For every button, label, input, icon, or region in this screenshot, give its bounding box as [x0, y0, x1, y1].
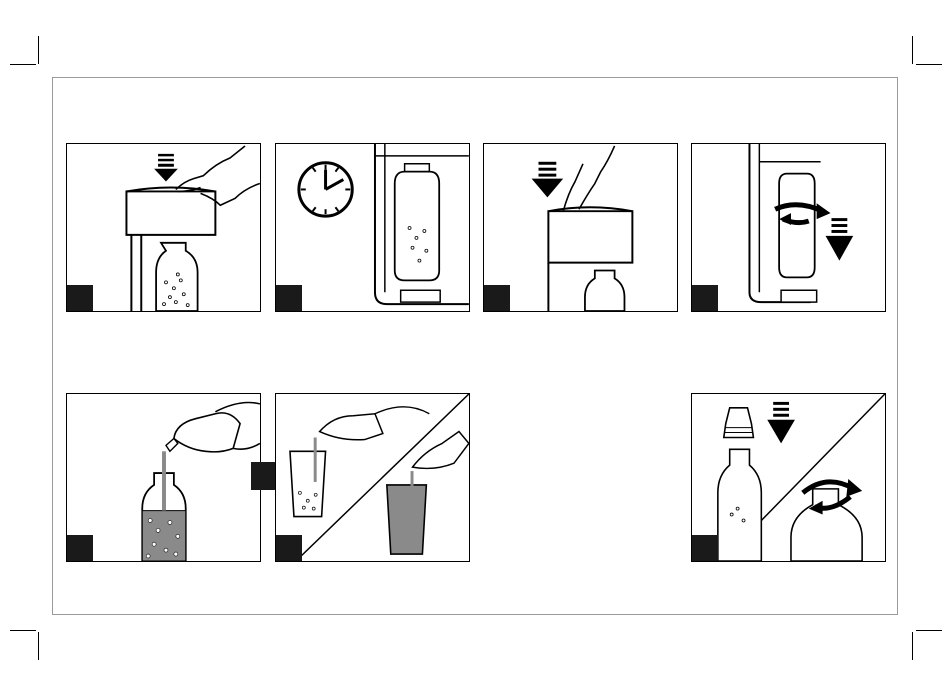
step-number-box: [692, 535, 718, 561]
pour-icon: [166, 413, 240, 452]
press-machine-illustration: [484, 144, 677, 311]
step-number-box: [67, 285, 93, 311]
step-number-box: [251, 462, 275, 490]
step-panel-4: [691, 143, 886, 312]
crop-mark: [912, 632, 913, 660]
crop-mark: [10, 64, 36, 65]
step-panel-2: [275, 143, 470, 312]
pour-flavor-illustration: [67, 394, 260, 561]
press-down-arrow-icon: [532, 162, 564, 198]
step-panel-7: [691, 393, 886, 562]
crop-mark: [916, 64, 942, 65]
glass-icon: [387, 485, 427, 554]
cap-bottle-illustration: [692, 394, 885, 561]
step-number-box: [276, 535, 302, 561]
press-machine-illustration: [67, 144, 260, 311]
step-number-box: [276, 285, 302, 311]
down-arrow-icon: [767, 402, 795, 444]
crop-mark: [916, 630, 942, 631]
step-number-box: [692, 285, 718, 311]
crop-mark: [38, 36, 39, 64]
press-down-arrow-icon: [154, 154, 178, 182]
crop-mark: [912, 36, 913, 64]
serve-illustration: [276, 394, 469, 561]
wait-illustration: [276, 144, 469, 311]
step-number-box: [67, 535, 93, 561]
crop-mark: [38, 632, 39, 660]
step-number-box: [484, 285, 510, 311]
clock-icon: [299, 163, 352, 216]
step-panel-1: [66, 143, 261, 312]
step-panel-5: [66, 393, 261, 562]
pour-icon: [320, 414, 383, 440]
glass-icon: [290, 451, 326, 516]
crop-mark: [10, 630, 36, 631]
cap-icon: [724, 408, 754, 438]
step-panel-3: [483, 143, 678, 312]
step-panel-6: [275, 393, 470, 562]
down-arrow-icon: [826, 218, 854, 260]
remove-bottle-illustration: [692, 144, 885, 311]
